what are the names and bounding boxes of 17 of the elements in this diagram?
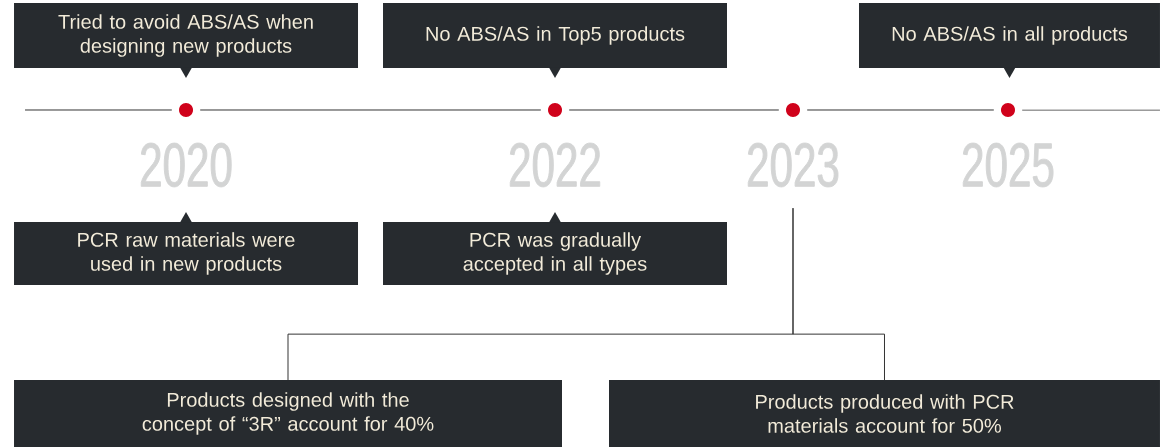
callout-box: Tried to avoid ABS/AS when designing new products xyxy=(14,3,358,78)
callout-box: Products designed with the concept of “3R” account for 40% xyxy=(14,380,562,447)
timeline-dot xyxy=(1001,103,1015,117)
callout-box: PCR was gradually accepted in all types xyxy=(383,212,727,285)
callout-box: No ABS/AS in Top5 products xyxy=(383,3,727,78)
timeline-line xyxy=(24,109,173,111)
callout-box: No ABS/AS in all products xyxy=(859,3,1160,78)
callout-box: Products produced with PCR materials account for 50% xyxy=(609,380,1160,447)
timeline-line xyxy=(199,109,542,111)
timeline-dot xyxy=(786,103,800,117)
timeline-line xyxy=(568,109,780,111)
callout-box: PCR raw materials were used in new products xyxy=(14,212,358,285)
timeline-dot xyxy=(179,103,193,117)
timeline-dot xyxy=(548,103,562,117)
timeline-line xyxy=(1021,109,1160,111)
timeline-line xyxy=(806,109,995,111)
connector-line xyxy=(792,207,885,381)
